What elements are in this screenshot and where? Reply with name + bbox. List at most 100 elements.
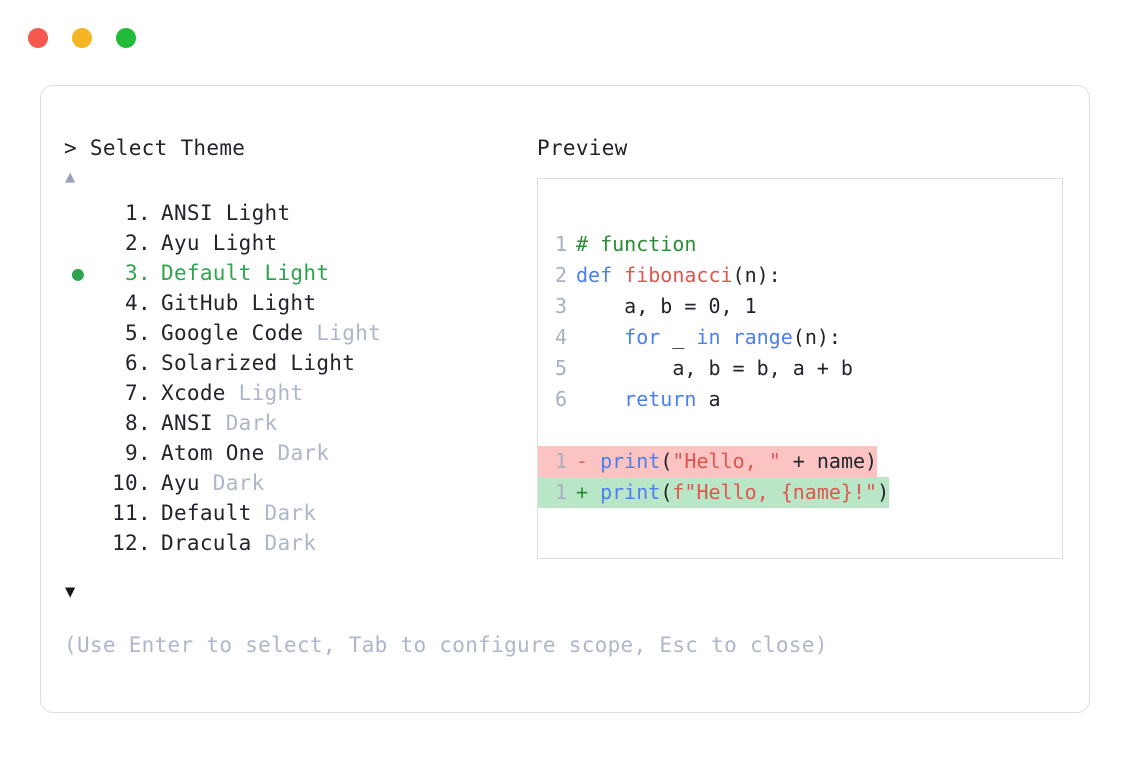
code-token: "Hello, " xyxy=(672,449,781,473)
theme-item-variant: Dark xyxy=(212,471,265,495)
line-number: 6 xyxy=(554,387,567,411)
minimize-dot[interactable] xyxy=(72,28,92,48)
page-title: > Select Theme xyxy=(64,136,246,160)
theme-list-item[interactable]: 7.Xcode Light xyxy=(64,378,534,408)
theme-list-item[interactable]: 6. Solarized Light xyxy=(64,348,534,378)
code-token: fibonacci xyxy=(624,263,733,287)
preview-label: Preview xyxy=(537,136,628,160)
theme-list-item[interactable]: 10.Ayu Dark xyxy=(64,468,534,498)
code-token xyxy=(576,387,624,411)
theme-item-label: Atom One Dark xyxy=(161,438,329,468)
code-token xyxy=(588,449,600,473)
code-token: f"Hello, {name}!" xyxy=(672,480,878,504)
code-token: ( xyxy=(660,480,673,504)
code-token: for xyxy=(624,325,661,349)
diff-line-number-wrap: 1 xyxy=(538,477,567,508)
line-number: 3 xyxy=(554,294,567,318)
diff-source: + print(f"Hello, {name}!") xyxy=(567,477,890,508)
code-source: a, b = b, a + b xyxy=(567,353,853,384)
theme-item-name: Solarized Light xyxy=(161,351,356,375)
theme-item-label: Google Code Light xyxy=(161,318,381,348)
code-line: 6 return a xyxy=(538,384,1062,415)
code-token xyxy=(588,480,600,504)
theme-item-number: 11 xyxy=(112,501,138,525)
theme-list-item[interactable]: ● 3.Default Light xyxy=(64,258,534,288)
theme-item-label: Default Light xyxy=(161,258,329,288)
theme-item-variant: Dark xyxy=(225,411,278,435)
scroll-down-icon[interactable]: ▼ xyxy=(65,582,76,602)
theme-list-item[interactable]: 8.ANSI Dark xyxy=(64,408,534,438)
theme-item-separator: . xyxy=(138,261,151,285)
code-token: ( xyxy=(660,449,673,473)
theme-list-item[interactable]: 2.Ayu Light xyxy=(64,228,534,258)
diff-marker: + xyxy=(576,480,589,504)
code-spacer xyxy=(538,415,1062,446)
code-line: 4 for _ in range(n): xyxy=(538,322,1062,353)
theme-item-label: Solarized Light xyxy=(161,348,355,378)
window-titlebar xyxy=(0,0,1129,85)
code-source: for _ in range(n): xyxy=(567,322,841,353)
theme-item-separator: . xyxy=(138,501,151,525)
theme-item-label: Ayu Light xyxy=(161,228,278,258)
code-token: # function xyxy=(576,232,697,256)
theme-item-name: Google Code xyxy=(161,321,317,345)
code-token: print xyxy=(600,449,661,473)
theme-item-variant: Light xyxy=(238,381,304,405)
line-number: 5 xyxy=(554,356,567,380)
theme-list-column: > Select Theme ▲ 1.ANSI Light 2.Ayu Ligh… xyxy=(64,86,827,712)
line-number: 1 xyxy=(554,232,567,256)
scroll-up-icon[interactable]: ▲ xyxy=(65,167,76,187)
code-token: a, b = 0, 1 xyxy=(576,294,757,318)
theme-item-number: 2 xyxy=(112,231,138,255)
theme-item-separator: . xyxy=(138,351,151,375)
theme-item-name: Xcode xyxy=(161,381,239,405)
theme-list-item[interactable]: 11. Default Dark xyxy=(64,498,534,528)
code-token xyxy=(721,325,733,349)
line-number: 4 xyxy=(554,325,567,349)
code-token: a, b = b, a + b xyxy=(576,356,853,380)
close-dot[interactable] xyxy=(28,28,48,48)
theme-item-separator: . xyxy=(138,531,151,555)
theme-item-number: 10 xyxy=(112,471,138,495)
theme-item-number: 12 xyxy=(112,531,138,555)
theme-list-item[interactable]: 12.Dracula Dark xyxy=(64,528,534,558)
theme-item-number: 4 xyxy=(112,291,138,315)
theme-list-item[interactable]: 9. Atom One Dark xyxy=(64,438,534,468)
theme-list-item[interactable]: 1. ANSI Light xyxy=(64,198,534,228)
theme-item-label: ANSI Light xyxy=(161,198,290,228)
theme-item-separator: . xyxy=(138,441,151,465)
theme-item-separator: . xyxy=(138,291,151,315)
window-controls xyxy=(28,28,136,48)
theme-item-number: 1 xyxy=(112,201,138,225)
code-token: range xyxy=(732,325,793,349)
theme-picker-card: > Select Theme ▲ 1.ANSI Light 2.Ayu Ligh… xyxy=(40,85,1090,713)
theme-item-name: GitHub Light xyxy=(161,291,317,315)
code-source: return a xyxy=(567,384,720,415)
theme-item-name: Ayu Light xyxy=(161,231,278,255)
code-line: 3 a, b = 0, 1 xyxy=(538,291,1062,322)
diff-line-number-wrap: 1 xyxy=(538,446,567,477)
theme-item-separator: . xyxy=(138,321,151,345)
theme-item-number: 9 xyxy=(112,441,138,465)
theme-list[interactable]: 1.ANSI Light 2.Ayu Light● 3.Default Ligh… xyxy=(64,198,534,558)
line-number: 1 xyxy=(554,449,567,473)
diff-line-del: 1- print("Hello, " + name) xyxy=(538,446,1062,477)
diff-source: - print("Hello, " + name) xyxy=(567,446,878,477)
code-token: + name) xyxy=(780,449,878,473)
theme-item-label: Default Dark xyxy=(161,498,316,528)
code-token: (n): xyxy=(792,325,841,349)
theme-list-item[interactable]: 4. GitHub Light xyxy=(64,288,534,318)
theme-item-label: Xcode Light xyxy=(161,378,303,408)
theme-item-number: 6 xyxy=(112,351,138,375)
theme-list-item[interactable]: 5.Google Code Light xyxy=(64,318,534,348)
maximize-dot[interactable] xyxy=(116,28,136,48)
theme-item-name: Default xyxy=(161,501,265,525)
theme-item-variant: Dark xyxy=(264,531,317,555)
code-token: _ xyxy=(660,325,697,349)
code-source: def fibonacci(n): xyxy=(567,260,781,291)
code-line: 1 # function xyxy=(538,229,1062,260)
theme-item-separator: . xyxy=(138,201,151,225)
